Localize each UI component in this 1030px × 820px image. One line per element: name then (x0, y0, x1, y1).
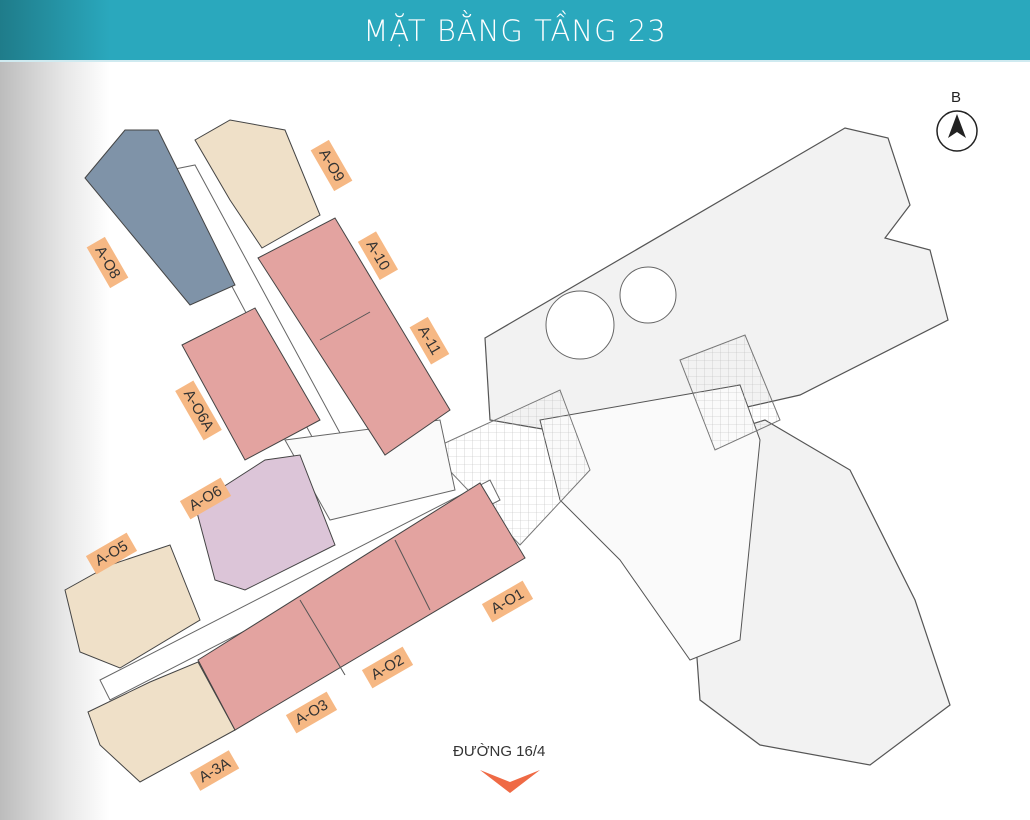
unit-a-08[interactable] (84, 129, 236, 306)
page-title: MẶT BẰNG TẦNG 23 (363, 14, 667, 48)
unit-divider (394, 539, 431, 611)
unit-divider (319, 311, 371, 341)
unit-a-06[interactable] (194, 454, 336, 591)
header-bar: MẶT BẰNG TẦNG 23 (0, 0, 1030, 62)
unit-divider (299, 599, 346, 676)
unit-a-01-03[interactable] (197, 482, 526, 731)
compass-label: B (951, 89, 962, 106)
unit-a-09[interactable] (194, 119, 321, 249)
round-terrace (619, 266, 677, 324)
round-terrace (545, 290, 615, 360)
road-label: ĐƯỜNG 16/4 (453, 743, 546, 760)
left-shade (0, 62, 110, 820)
road-arrow-icon (480, 770, 540, 793)
unit-a-06a[interactable] (181, 307, 321, 461)
north-arrow-icon (948, 114, 966, 138)
grid-plaza-2 (679, 334, 781, 451)
unit-a-10-11[interactable] (257, 217, 451, 456)
